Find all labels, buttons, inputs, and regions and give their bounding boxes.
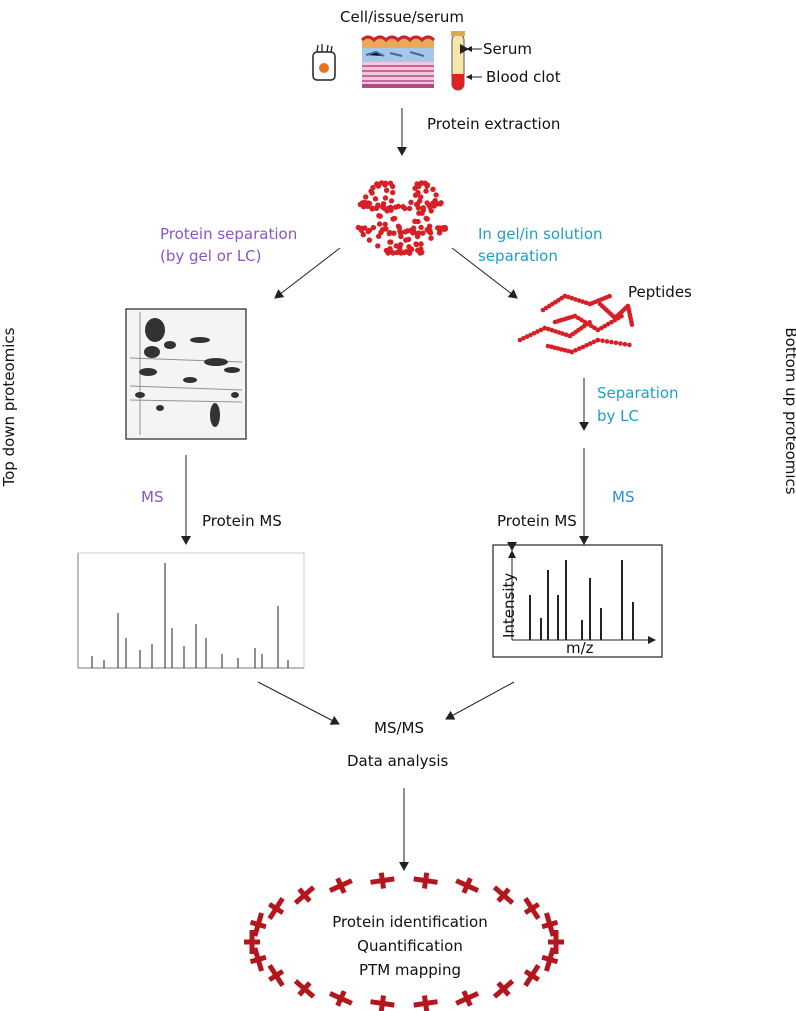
data-analysis-label: Data analysis [347,752,449,770]
msms-label: MS/MS [374,719,424,737]
protein-ms-left-label: Protein MS [202,512,282,530]
serum-label: Serum [483,40,533,58]
peptides-icon [517,293,635,355]
top-down-proteomics-label: Top down proteomics [0,327,18,487]
peptides-label: Peptides [628,283,692,301]
output-identification-label: Protein identification [332,913,488,931]
tissue-icon [360,35,436,88]
lc-separation-label: Separation [597,384,679,402]
blood-clot-label: Blood clot [486,68,561,86]
output-quantification-label: Quantification [357,937,463,955]
output-ptm-label: PTM mapping [359,961,461,979]
protein-ball-icon [355,180,448,256]
protein-extraction-label: Protein extraction [427,115,561,133]
mz-axis-label: m/z [566,639,594,657]
lc-separation-sub-label: by LC [597,407,639,425]
output-ring-icon [244,872,564,1011]
protein-separation-sub-label: (by gel or LC) [160,247,262,265]
ms-left-label: MS [141,488,164,506]
cell-icon [312,44,336,81]
protein-ms-right-label: Protein MS [497,512,577,530]
protein-separation-label: Protein separation [160,225,298,243]
sources-title: Cell/issue/serum [340,8,465,26]
left-mass-spectrum [77,552,305,669]
2d-gel-image [125,308,247,440]
ingel-separation-label: In gel/in solution [478,225,603,243]
intensity-axis-label: Intensity [500,572,518,638]
right-spectrum-chart [492,542,663,658]
flow-arrows [181,108,589,871]
blood-tube-icon [451,31,482,91]
ms-right-label: MS [612,488,635,506]
ingel-separation-sub-label: separation [478,247,558,265]
bottom-up-proteomics-label: Bottom up proteomics [782,327,796,495]
